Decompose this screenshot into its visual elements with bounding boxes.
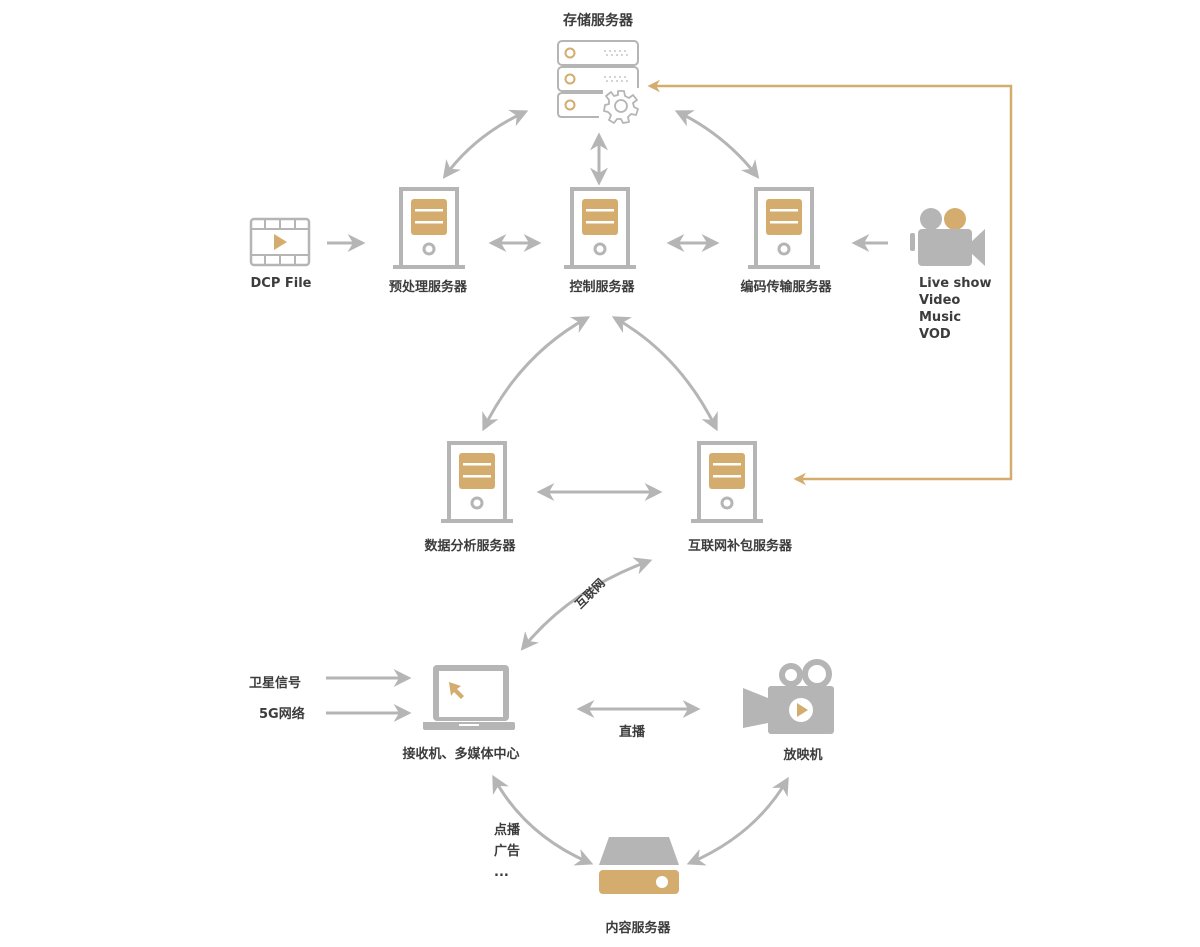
storage-server-label: 存储服务器 <box>563 13 633 29</box>
analytics-server-label: 数据分析服务器 <box>424 539 516 554</box>
preprocess-server-icon <box>391 187 467 271</box>
arrow-storage-preprocess <box>442 109 529 179</box>
more-item: ... <box>494 865 509 880</box>
arrow-projector-content <box>686 776 789 866</box>
receiver-label: 接收机、多媒体中心 <box>402 747 520 762</box>
internet-patch-server-icon <box>689 441 765 525</box>
dcp-file-label: DCP File <box>250 276 312 291</box>
arrow-receiver-content <box>492 774 594 866</box>
source-live-show: Live show <box>919 276 992 291</box>
5g-label: 5G网络 <box>259 707 305 722</box>
control-server-label: 控制服务器 <box>569 280 635 295</box>
arrow-storage-encode <box>674 110 760 179</box>
projector-label: 放映机 <box>783 748 823 763</box>
encode-server-label: 编码传输服务器 <box>740 280 832 295</box>
storage-server-icon <box>557 40 639 124</box>
gold-loop-arrow <box>647 79 1013 486</box>
internet-patch-server-label: 互联网补包服务器 <box>687 539 793 554</box>
source-music: Music <box>919 310 962 325</box>
video-camera-icon <box>910 208 985 266</box>
vod-item: 点播 <box>494 823 521 838</box>
arrow-control-patch <box>611 316 718 432</box>
live-edge-label: 直播 <box>618 725 646 740</box>
content-server-icon <box>599 837 679 894</box>
analytics-server-icon <box>439 441 515 525</box>
encode-server-icon <box>746 187 822 271</box>
camera-sources-list: Live show Video Music VOD <box>919 275 992 343</box>
control-server-icon <box>562 187 638 271</box>
arrow-patch-receiver <box>520 557 653 651</box>
preprocess-server-label: 预处理服务器 <box>388 280 468 295</box>
arrow-control-analytics <box>482 316 591 432</box>
source-vod: VOD <box>919 327 951 342</box>
projector-icon <box>743 659 834 734</box>
film-icon <box>249 217 311 267</box>
satellite-label: 卫星信号 <box>249 676 302 691</box>
laptop-icon <box>423 665 515 730</box>
ad-item: 广告 <box>494 844 521 859</box>
content-server-label: 内容服务器 <box>605 921 671 936</box>
vod-list: 点播 广告 ... <box>494 820 520 883</box>
source-video: Video <box>919 293 961 308</box>
